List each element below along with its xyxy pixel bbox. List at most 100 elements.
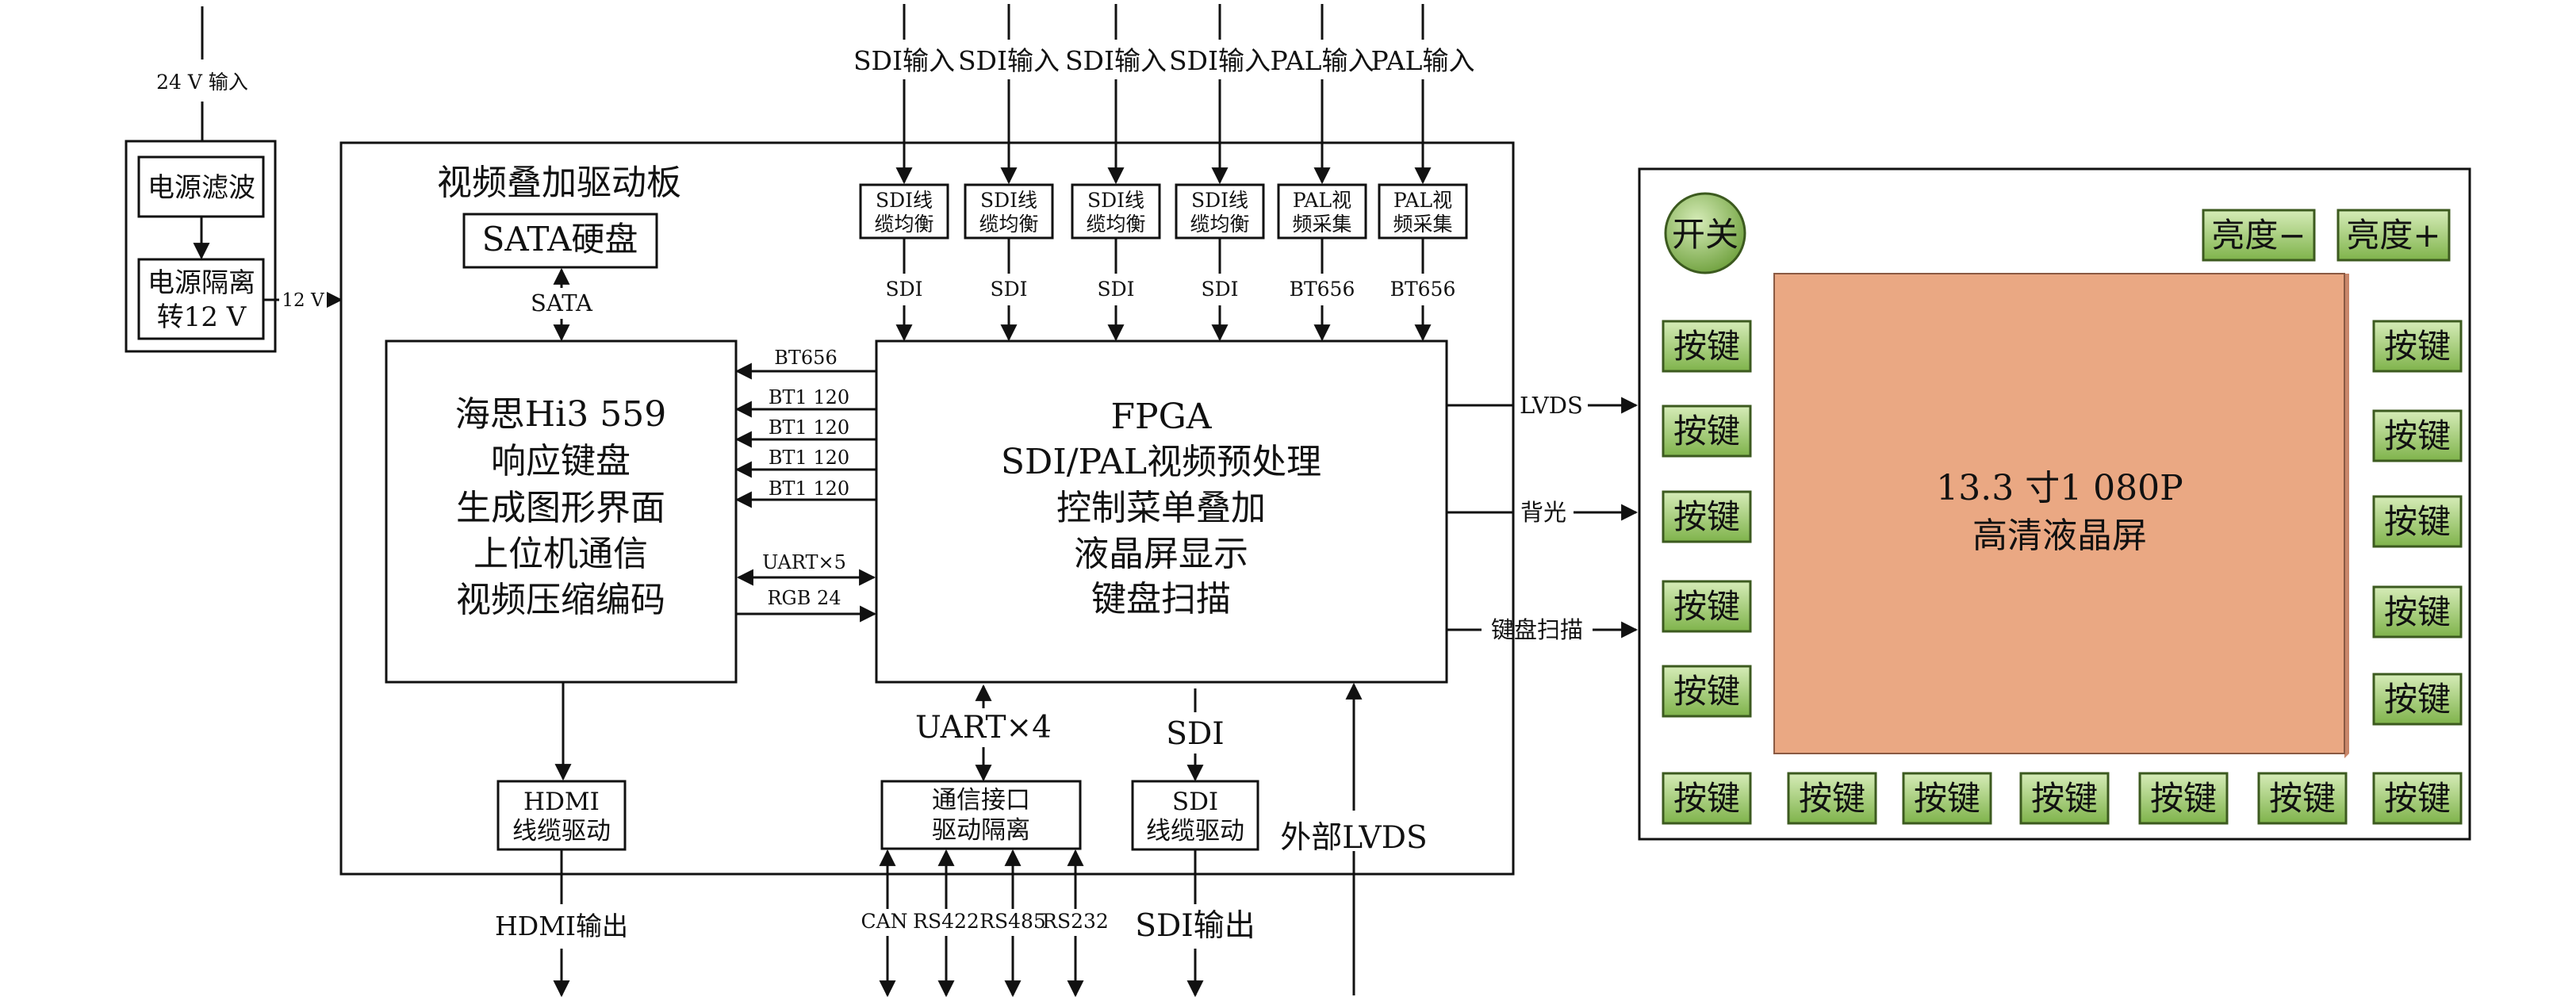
input-conditioner-label-2: 缆均衡	[874, 213, 933, 236]
brightness-down-button: 亮度−	[2202, 209, 2316, 262]
power-isolation-box	[137, 258, 265, 340]
hdmi-driver-label-1: HDMI	[523, 788, 600, 816]
panel-key-label: 按键	[1673, 672, 1740, 711]
panel-key-button: 按键	[1662, 490, 1752, 543]
panel-key-label: 按键	[2384, 502, 2451, 541]
sdi-out-link-label: SDI	[1166, 716, 1224, 752]
fpga-line-5: 键盘扫描	[1091, 579, 1231, 619]
panel-key-label: 按键	[1673, 327, 1740, 366]
hisi-processor-box	[385, 339, 738, 684]
input-conditioner-label-2: 频采集	[1393, 213, 1452, 236]
channel-bus-label: SDI	[1097, 278, 1134, 301]
panel-keys: 按键按键按键按键按键按键按键按键按键按键按键按键按键按键按键按键按键	[1662, 320, 2463, 825]
hisi-line-3: 生成图形界面	[456, 488, 665, 528]
panel-key-label: 按键	[1673, 497, 1740, 536]
hisi-line-2: 响应键盘	[491, 441, 631, 481]
channel-bus-label: BT656	[1390, 278, 1456, 301]
panel-key-label: 按键	[2384, 327, 2451, 366]
bus-label-uart5: UART×5	[762, 551, 846, 573]
sata-disk-box	[462, 213, 658, 269]
channel-bus-label: SDI	[990, 278, 1027, 301]
comm-interface-label-2: 驱动隔离	[932, 816, 1030, 845]
input-label: SDI输入	[853, 45, 955, 76]
panel-key-button: 按键	[2372, 409, 2463, 462]
panel-key-button: 按键	[1787, 772, 1877, 825]
panel-key-label: 按键	[1799, 779, 1865, 818]
panel-key-button: 按键	[1662, 665, 1752, 718]
power-12v-label-bg	[279, 287, 327, 311]
power-button	[1664, 192, 1746, 274]
lcd-screen-label-2: 高清液晶屏	[1972, 516, 2147, 556]
bus-label-bt1120-2: BT1 120	[769, 416, 849, 439]
input-conditioner-label-2: 缆均衡	[979, 213, 1038, 236]
port-rs232-label: RS232	[1042, 910, 1109, 933]
uart4-label: UART×4	[915, 710, 1052, 746]
panel-key-label: 按键	[2384, 416, 2451, 455]
panel-key-button: 按键	[2372, 495, 2463, 548]
hdmi-driver-box	[496, 780, 627, 851]
panel-key-button: 按键	[1662, 320, 1752, 373]
input-conditioner-box	[1277, 183, 1367, 240]
panel-key-label: 按键	[2150, 779, 2217, 818]
power-input-label: 24 V 输入	[156, 71, 248, 94]
sdi-driver-label-2: 线缆驱动	[1146, 817, 1244, 846]
hisi-line-1: 海思Hi3 559	[455, 394, 666, 435]
input-conditioner-box	[859, 183, 949, 240]
channel-bus-label: BT656	[1290, 278, 1355, 301]
input-conditioner-label-2: 缆均衡	[1086, 213, 1145, 236]
ext-lvds-label: 外部LVDS	[1280, 820, 1427, 856]
hisi-line-4: 上位机通信	[473, 534, 648, 574]
input-conditioner-label-2: 频采集	[1292, 213, 1351, 236]
panel-key-label: 按键	[2031, 779, 2098, 818]
input-label: PAL输入	[1371, 45, 1475, 76]
panel-key-label: 按键	[1914, 779, 1980, 818]
panel-key-button: 按键	[1902, 772, 1992, 825]
port-rs422-label: RS422	[913, 910, 979, 933]
hdmi-driver-label-2: 线缆驱动	[512, 817, 611, 846]
fpga-line-1: FPGA	[1110, 397, 1212, 437]
input-conditioner-box	[1378, 183, 1468, 240]
lcd-screen	[1773, 273, 2345, 754]
driver-board-title: 视频叠加驱动板	[437, 163, 681, 203]
panel-key-button: 按键	[2138, 772, 2229, 825]
sdi-output-label: SDI输出	[1135, 908, 1255, 944]
brightness-down-label: 亮度−	[2211, 216, 2306, 255]
input-label: SDI输入	[1065, 45, 1167, 76]
panel-key-label: 按键	[2384, 680, 2451, 719]
lcd-screen-label-1: 13.3 寸1 080P	[1936, 468, 2183, 508]
input-conditioner-label-2: 缆均衡	[1190, 213, 1249, 236]
lvds-label: LVDS	[1520, 392, 1583, 419]
power-isolation-label-1: 电源隔离	[148, 267, 255, 299]
panel-key-label: 按键	[2269, 779, 2336, 818]
comm-interface-label-1: 通信接口	[932, 786, 1030, 815]
input-conditioner-box	[964, 183, 1054, 240]
port-can-label: CAN	[861, 910, 907, 933]
panel-key-label: 按键	[1673, 779, 1740, 818]
fpga-line-2: SDI/PAL视频预处理	[1001, 442, 1321, 482]
input-conditioner-label-1: SDI线	[1087, 189, 1144, 212]
panel-key-button: 按键	[2019, 772, 2110, 825]
keyscan-label: 键盘扫描	[1491, 616, 1583, 643]
power-isolation-label-2: 转12 V	[157, 301, 247, 333]
input-label: PAL输入	[1271, 45, 1374, 76]
input-conditioner-label-1: SDI线	[980, 189, 1037, 212]
bus-label-bt1120-3: BT1 120	[769, 447, 849, 469]
comm-interface-box	[880, 780, 1082, 850]
fpga-line-3: 控制菜单叠加	[1056, 488, 1266, 528]
bus-label-bt1120-4: BT1 120	[769, 477, 849, 500]
panel-key-button: 按键	[2257, 772, 2348, 825]
input-conditioner-label-1: PAL视	[1293, 189, 1351, 212]
power-button-label: 开关	[1672, 215, 1738, 254]
fpga-hisi-buses: BT656 BT1 120 BT1 120 BT1 120 BT1 120 UA…	[734, 347, 877, 623]
sdi-driver-label-1: SDI	[1172, 788, 1218, 816]
bus-label-bt656: BT656	[774, 347, 837, 369]
video-input-channels: SDI输入SDI线缆均衡SDISDI输入SDI线缆均衡SDISDI输入SDI线缆…	[853, 4, 1475, 342]
input-conditioner-label-1: PAL视	[1393, 189, 1452, 212]
brightness-up-button: 亮度+	[2336, 209, 2451, 262]
